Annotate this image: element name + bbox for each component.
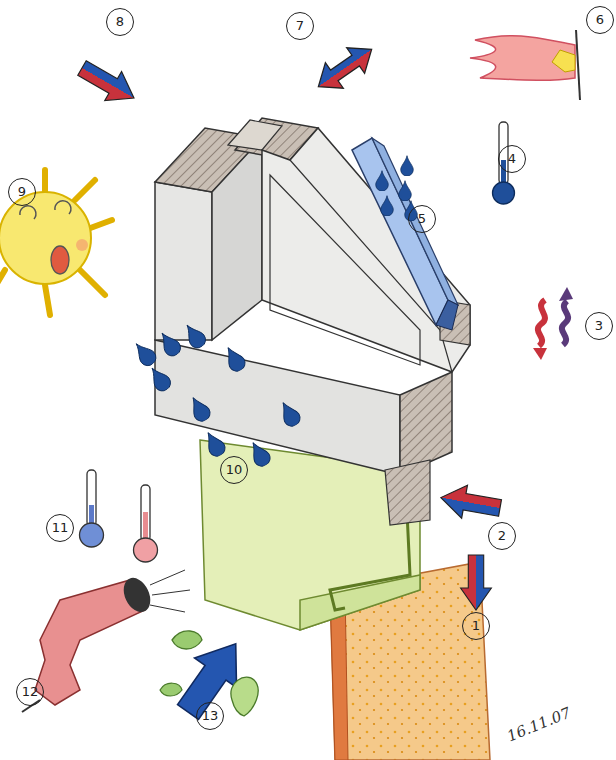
callout-number: 10 bbox=[220, 456, 248, 484]
callout-number: 13 bbox=[196, 702, 224, 730]
callout-number: 1 bbox=[462, 612, 490, 640]
callout-number: 3 bbox=[585, 312, 613, 340]
callout-number: 5 bbox=[408, 205, 436, 233]
callout-number: 7 bbox=[286, 12, 314, 40]
callout-number: 8 bbox=[106, 8, 134, 36]
callout-number: 4 bbox=[498, 145, 526, 173]
callout-number: 9 bbox=[8, 178, 36, 206]
callout-number: 2 bbox=[488, 522, 516, 550]
callout-number: 12 bbox=[16, 678, 44, 706]
callout-number: 6 bbox=[586, 6, 614, 34]
date-note: 16.11.07 bbox=[505, 704, 574, 746]
callout-number: 11 bbox=[46, 514, 74, 542]
